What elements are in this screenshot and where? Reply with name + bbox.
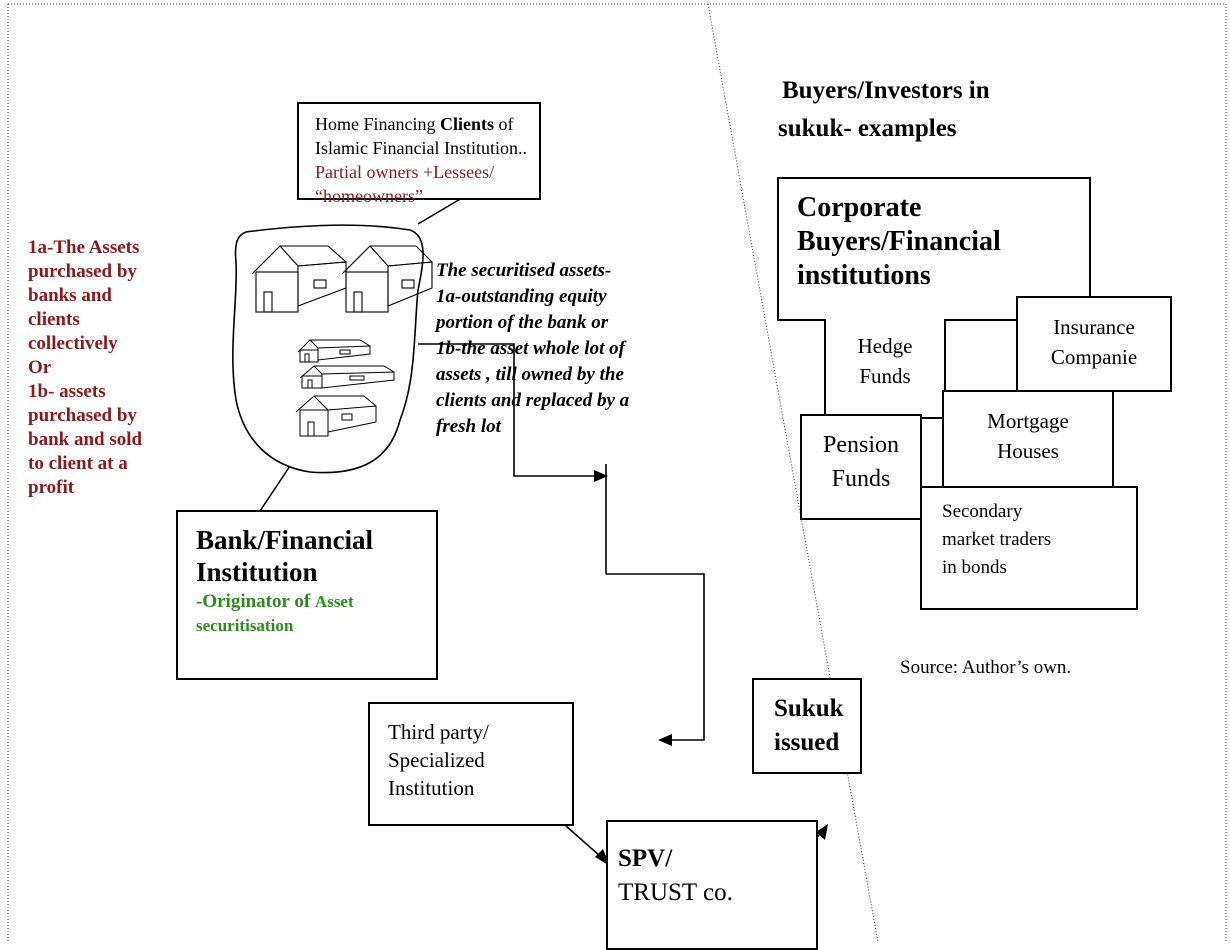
house-icon-4 [299,365,395,389]
third-party-line: Third party/ [388,720,489,744]
securitised-line: assets , till owned by the [436,364,624,385]
insurance-box: Insurance Companie [1016,296,1172,392]
spv-box: SPV/ TRUST co. [606,820,818,950]
mortgage-box: Mortgage Houses [942,390,1114,488]
third-party-line: Specialized [388,748,485,772]
securitised-line: portion of the bank or [436,312,609,333]
spv-line1: SPV/ [618,845,673,872]
pension-line: Funds [831,466,891,492]
left-note-line: bank and sold [28,429,143,450]
spv-line2: TRUST co. [618,879,733,906]
left-note: 1a-The Assets purchased by banks and cli… [28,236,142,500]
sukuk-line2: issued [774,729,840,756]
house-icon-2 [341,245,433,313]
third-party-line: Institution [388,776,475,800]
left-note-line: Or [28,357,52,378]
bank-subtitle: -Originator of Asset [196,591,354,612]
securitised-note: The securitised assets- 1a-outstanding e… [436,258,629,440]
insurance-line: Insurance [1053,315,1135,339]
hedge-line: Hedge [857,334,913,358]
bank-box: Bank/Financial Institution -Originator o… [176,510,438,680]
hedge-box: Hedge Funds [824,319,946,419]
securitised-line: 1b-the asset whole lot of [436,338,625,359]
corporate-line: Buyers/Financial [797,226,1001,257]
arrow-head-2 [658,734,672,746]
clients-line3: Partial owners +Lessees/ [315,162,495,182]
secondary-line: in bonds [942,557,1007,578]
source-note: Source: Author’s own. [900,657,1072,678]
left-note-line: banks and [28,285,112,306]
secondary-line: Secondary [942,501,1023,522]
buyers-heading: Buyers/Investors in sukuk- examples [778,72,990,148]
left-note-line: profit [28,477,75,498]
mortgage-line: Houses [997,439,1059,463]
left-note-line: clients [28,309,80,330]
securitised-line: fresh lot [436,416,501,437]
buyers-heading-line1: Buyers/Investors in [782,77,990,104]
hedge-line: Funds [859,364,911,388]
bank-title-line1: Bank/Financial [196,525,374,555]
left-note-line: collectively [28,333,118,354]
arrow-head-1 [594,470,608,482]
left-note-line: to client at a [28,453,128,474]
secondary-line: market traders [942,529,1052,550]
secondary-box: Secondary market traders in bonds [920,486,1138,610]
left-note-line: 1a-The Assets [28,237,140,258]
arrow-head-4 [816,824,828,840]
clients-line4: “homeowners” [315,186,423,206]
house-icon-3 [297,339,371,363]
clients-line2: Islamic Financial Institution.. [315,138,527,158]
securitised-line: clients and replaced by a [436,390,630,411]
sukuk-box: Sukuk issued [752,678,862,774]
insurance-line: Companie [1050,345,1138,369]
corporate-line: Corporate [797,192,922,223]
left-note-line: purchased by [28,261,137,282]
mortgage-line: Mortgage [987,409,1069,433]
left-note-line: 1b- assets [28,381,106,402]
left-note-line: purchased by [28,405,137,426]
third-party-box: Third party/ Specialized Institution [368,702,574,826]
corporate-line: institutions [797,260,931,291]
pension-line: Pension [822,432,899,458]
securitised-line: 1a-outstanding equity [436,286,607,307]
pension-box: Pension Funds [800,414,922,520]
house-icon-1 [251,245,347,313]
securitised-line: The securitised assets- [436,260,612,281]
clients-box: Home Financing Clients of Islamic Financ… [297,102,541,206]
assets-blob [232,224,424,474]
bank-subtitle-2: securitisation [196,616,294,635]
sukuk-line1: Sukuk [774,695,844,722]
bank-title-line2: Institution [196,557,318,587]
buyers-heading-line2: sukuk- examples [778,115,957,142]
house-icon-5 [295,395,377,437]
clients-line1: Home Financing Clients of [315,114,514,134]
